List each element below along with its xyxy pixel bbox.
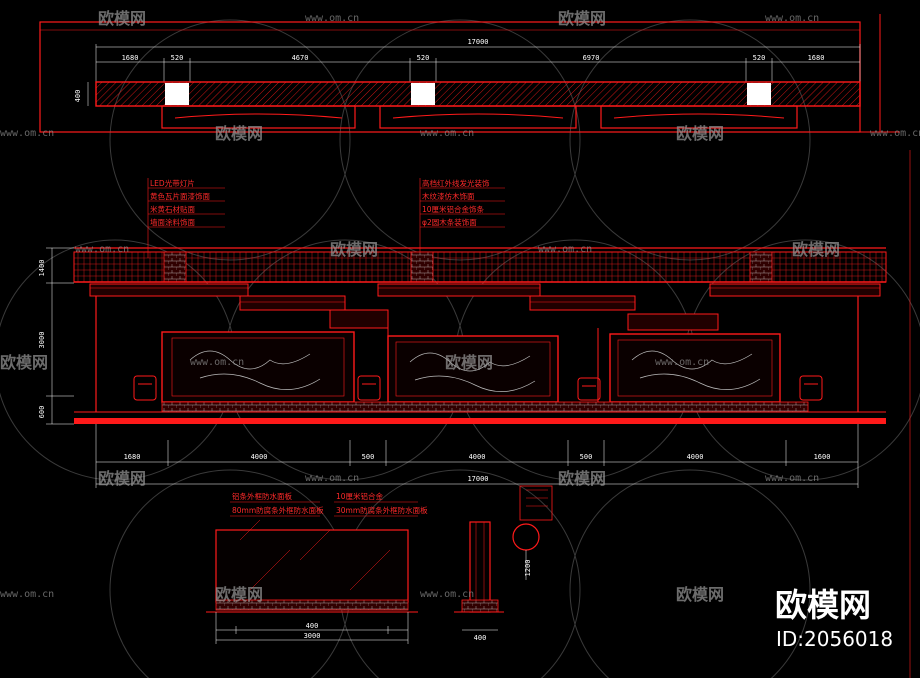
watermark-logo-10: 欧模网 — [558, 469, 606, 488]
plan-dim-3: 4670 — [292, 54, 309, 62]
watermark-logo-2: 欧模网 — [558, 9, 606, 28]
watermark-logo-4: 欧模网 — [676, 124, 724, 143]
watermark-logo-11: 欧模网 — [215, 585, 263, 604]
plan-panel-3 — [600, 105, 798, 129]
elev-ornaments — [133, 375, 823, 401]
watermark-url-12: www.om.cn — [0, 589, 54, 600]
plan-outer-frame — [39, 21, 861, 133]
watermarks: www.om.cn www.om.cn www.om.cn www.om.cn … — [0, 9, 920, 604]
plan-panel-2 — [379, 105, 577, 129]
elev-note-left-3: 米黄石材贴面 — [150, 204, 195, 214]
plan-dim-5: 6970 — [583, 54, 600, 62]
detail-side-dim-2: 1200 — [524, 560, 532, 577]
watermark-url-5: www.om.cn — [870, 128, 920, 139]
elev-bottom-dim-6: 4000 — [687, 453, 704, 461]
watermark-logo-7: 欧模网 — [0, 353, 48, 372]
elev-total-dim: 17000 — [467, 475, 488, 483]
watermark-url-3: www.om.cn — [0, 128, 54, 139]
plan-panel-1 — [161, 105, 356, 129]
detail-panel — [215, 529, 409, 603]
elev-note-left-1: LED光带灯片 — [150, 178, 195, 188]
plan-dim-6: 520 — [753, 54, 766, 62]
watermark-logo-8: 欧模网 — [445, 353, 493, 372]
watermark-url-4: www.om.cn — [420, 128, 474, 139]
watermark-url-9: www.om.cn — [655, 357, 709, 368]
elevation-notes-right: 高档红外线发光装饰 木纹漆仿木饰面 10厘米铝合金饰条 φ2圆木条装饰面 — [419, 178, 505, 258]
plan-dim-2: 520 — [171, 54, 184, 62]
elevation-notes-left: LED光带灯片 黄色瓦片面漆饰面 米黄石材贴面 墙面涂料饰面 — [147, 178, 225, 258]
elev-base — [161, 401, 809, 413]
elev-note-left-4: 墙面涂料饰面 — [150, 217, 195, 227]
watermark-url-6: www.om.cn — [75, 244, 129, 255]
elev-left-dim-2: 3000 — [38, 332, 46, 349]
elev-bottom-dim-5: 500 — [580, 453, 593, 461]
plan-total-dim: 17000 — [467, 38, 488, 46]
detail-callout: 1200 — [512, 485, 553, 580]
elev-bottom-dim-2: 4000 — [251, 453, 268, 461]
plan-dim-1: 1680 — [122, 54, 139, 62]
detail-view: 铝条外框防水面板 80mm防腐条外框防水面板 10厘米铝合金 30mm防腐条外框… — [206, 485, 553, 644]
elev-bottom-dim-7: 1600 — [814, 453, 831, 461]
watermark-url-11: www.om.cn — [765, 473, 819, 484]
watermark-logo-12: 欧模网 — [676, 585, 724, 604]
detail-bottom-dim-1: 400 — [306, 622, 319, 630]
elev-note-right-2: 木纹漆仿木饰面 — [422, 191, 475, 201]
elev-mural-2 — [387, 335, 559, 403]
elev-mural-1 — [161, 331, 355, 403]
detail-note-left-2: 80mm防腐条外框防水面板 — [232, 505, 324, 515]
plan-dim-4: 520 — [417, 54, 430, 62]
elev-bottom-dim-1: 1680 — [124, 453, 141, 461]
detail-section: 400 — [454, 521, 504, 642]
detail-note-right-1: 10厘米铝合金 — [336, 491, 384, 501]
elev-note-right-4: φ2圆木条装饰面 — [422, 217, 477, 227]
watermark-logo-6: 欧模网 — [792, 240, 840, 259]
watermark-logo-9: 欧模网 — [98, 469, 146, 488]
plan-column-2 — [411, 83, 435, 105]
elev-bottom-dim-3: 500 — [362, 453, 375, 461]
plan-column-1 — [165, 83, 189, 105]
elev-left-dim-3: 600 — [38, 406, 46, 419]
elev-mural-3 — [609, 333, 781, 403]
watermark-logo-5: 欧模网 — [330, 240, 378, 259]
watermark-url-2: www.om.cn — [765, 13, 819, 24]
plan-column-3 — [747, 83, 771, 105]
detail-side-dim-1: 400 — [474, 634, 487, 642]
detail-note-right-2: 30mm防腐条外框防水面板 — [336, 505, 428, 515]
watermark-url-7: www.om.cn — [538, 244, 592, 255]
elev-cornices — [89, 283, 881, 331]
watermark-url-10: www.om.cn — [305, 473, 359, 484]
elev-bottom-dim-4: 4000 — [469, 453, 486, 461]
plan-dim-7: 1680 — [808, 54, 825, 62]
elev-note-right-3: 10厘米铝合金饰条 — [422, 204, 485, 214]
plan-view: 17000 1680 520 4670 520 6970 520 1680 40… — [39, 14, 900, 133]
brand-name: 欧模网 — [775, 586, 871, 624]
brand-id: ID:2056018 — [776, 627, 893, 651]
watermark-url-1: www.om.cn — [305, 13, 359, 24]
watermark-url-8: www.om.cn — [190, 357, 244, 368]
detail-note-left-1: 铝条外框防水面板 — [232, 491, 292, 501]
plan-wall — [95, 81, 861, 107]
plan-height-dim: 400 — [74, 90, 82, 103]
watermark-logo-3: 欧模网 — [215, 124, 263, 143]
watermark-logo-1: 欧模网 — [98, 9, 146, 28]
elev-left-dimlines — [46, 247, 74, 425]
watermark-url-13: www.om.cn — [420, 589, 474, 600]
elevation-view: LED光带灯片 黄色瓦片面漆饰面 米黄石材贴面 墙面涂料饰面 高档红外线发光装饰… — [38, 178, 887, 488]
elev-note-left-2: 黄色瓦片面漆饰面 — [150, 191, 210, 201]
detail-bottom-dim-2: 3000 — [304, 632, 321, 640]
elev-left-dim-1: 1400 — [38, 260, 46, 277]
elev-ground — [74, 418, 886, 424]
elev-note-right-1: 高档红外线发光装饰 — [422, 178, 490, 188]
